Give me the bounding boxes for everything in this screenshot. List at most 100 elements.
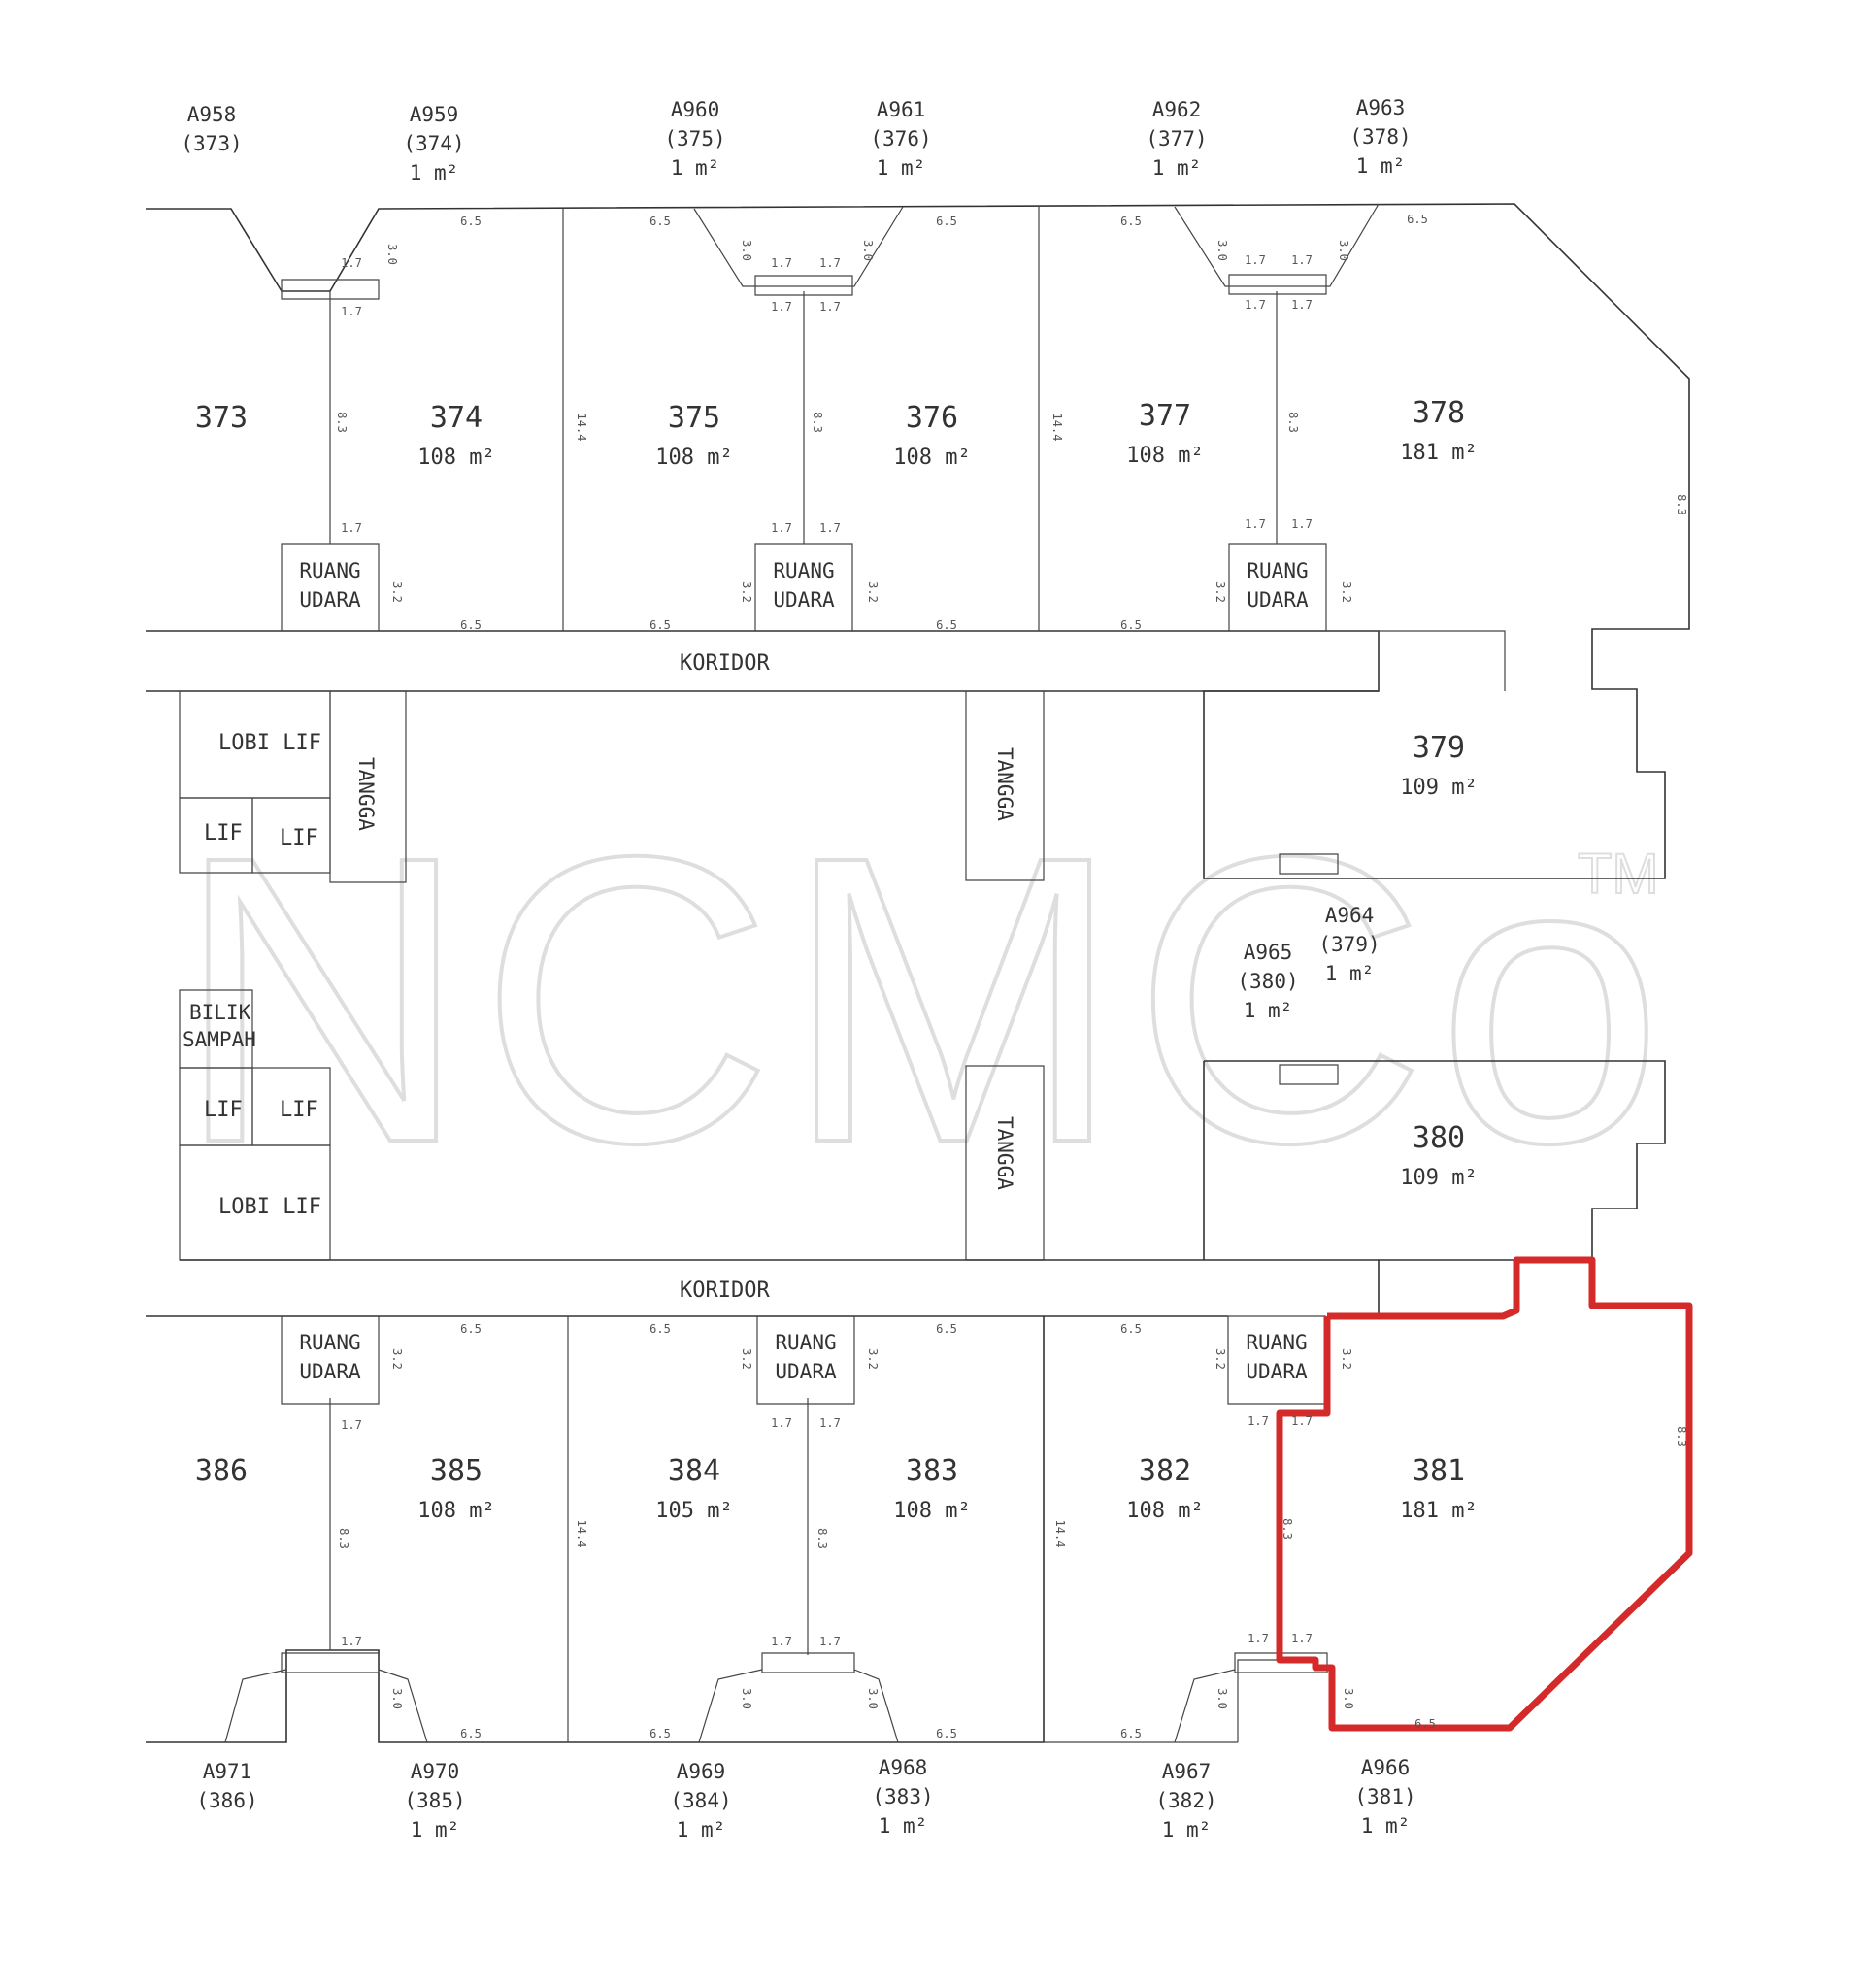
unit-area-378: 181 m²: [1400, 441, 1477, 465]
parcel-code-A964: A964: [1325, 904, 1375, 927]
parcel-code-A958: A958: [187, 103, 237, 126]
dimension-label: 6.5: [460, 215, 482, 228]
parcel-unit-A963: (378): [1349, 125, 1411, 149]
dimension-label: 6.5: [649, 1727, 671, 1740]
dimension-label: 6.5: [649, 618, 671, 632]
parcel-area-A968: 1 m²: [879, 1814, 928, 1838]
unit-number-378: 378: [1413, 396, 1465, 430]
dimension-label: 3.0: [1337, 240, 1350, 261]
top-air-well-boxes: [282, 275, 1338, 874]
air-space-label-5-line1: RUANG: [775, 1331, 836, 1354]
parcel-code-A971: A971: [203, 1760, 252, 1783]
dimension-label: 1.7: [819, 521, 841, 535]
air-space-label-3-line2: UDARA: [1247, 588, 1309, 612]
unit-area-376: 108 m²: [893, 446, 970, 470]
air-space-label-4-line2: UDARA: [299, 1360, 361, 1383]
dimension-label: 6.5: [1120, 1322, 1142, 1336]
lift-label-1: LIF: [204, 821, 243, 845]
dimension-label: 8.3: [811, 412, 824, 433]
dimension-label: 3.2: [390, 581, 404, 603]
air-space-label-2-line2: UDARA: [773, 588, 835, 612]
parcel-code-A967: A967: [1162, 1760, 1212, 1783]
stairs-label-2: TANGGA: [993, 747, 1016, 821]
dimension-label: 8.3: [815, 1528, 829, 1549]
unit-number-382: 382: [1139, 1454, 1191, 1488]
dimension-label: 6.5: [936, 1322, 957, 1336]
dimension-label: 1.7: [341, 1635, 362, 1648]
air-space-label-3-line1: RUANG: [1247, 559, 1308, 582]
unit-number-385: 385: [430, 1454, 482, 1488]
dimension-label: 1.7: [1291, 298, 1313, 312]
dimension-label: 3.2: [1340, 1348, 1353, 1370]
air-space-label-6-line2: UDARA: [1246, 1360, 1308, 1383]
dimension-label: 1.7: [341, 305, 362, 318]
air-space-label-1-line2: UDARA: [299, 588, 361, 612]
dimension-label: 3.0: [866, 1688, 880, 1709]
dimension-label: 1.7: [771, 256, 792, 270]
dimension-label: 1.7: [819, 256, 841, 270]
parcel-area-A963: 1 m²: [1356, 154, 1406, 178]
parcel-code-A965: A965: [1244, 941, 1293, 964]
dimension-label: 6.5: [460, 618, 482, 632]
lobby-lift-label-top: LOBI LIF: [218, 731, 321, 755]
dimension-label: 6.5: [1120, 215, 1142, 228]
unit-area-377: 108 m²: [1126, 444, 1203, 468]
parcel-code-A966: A966: [1361, 1756, 1411, 1779]
parcel-unit-A968: (383): [872, 1785, 933, 1808]
parcel-unit-A971: (386): [196, 1789, 257, 1812]
bottom-block-walls: [146, 1316, 1327, 1742]
unit-area-379: 109 m²: [1400, 776, 1477, 800]
dimension-label: 6.5: [649, 1322, 671, 1336]
parcel-code-A960: A960: [671, 98, 720, 121]
dimension-label: 3.0: [390, 1688, 404, 1709]
watermark-trademark: TM: [1578, 843, 1659, 906]
parcel-code-A970: A970: [411, 1760, 460, 1783]
parcel-area-A970: 1 m²: [411, 1818, 460, 1841]
dimension-label: 8.3: [1675, 494, 1688, 515]
dimension-label: 3.2: [866, 581, 880, 603]
parcel-unit-A964: (379): [1318, 933, 1380, 956]
parcel-unit-A958: (373): [181, 132, 242, 155]
parcel-area-A960: 1 m²: [671, 156, 720, 180]
dimension-label: 3.0: [1215, 240, 1229, 261]
dimension-label: 6.5: [1414, 1717, 1436, 1731]
parcel-unit-A961: (376): [870, 127, 931, 150]
dimension-label: 8.3: [337, 1528, 350, 1549]
air-space-label-2-line1: RUANG: [773, 559, 834, 582]
dimension-label: 1.7: [1245, 298, 1266, 312]
lift-label-4: LIF: [280, 1098, 318, 1122]
dimension-label: 1.7: [1291, 1632, 1313, 1645]
unit-381-highlight: [1280, 1260, 1689, 1728]
parcel-area-A965: 1 m²: [1244, 999, 1293, 1022]
refuse-room-label-1: BILIK: [189, 1001, 251, 1024]
dimension-label: 6.5: [936, 215, 957, 228]
stairs-label-3: TANGGA: [993, 1116, 1016, 1190]
parcel-area-A966: 1 m²: [1361, 1814, 1411, 1838]
unit-number-377: 377: [1139, 399, 1191, 433]
dimension-label: 3.0: [1342, 1688, 1355, 1709]
unit-area-383: 108 m²: [893, 1499, 970, 1523]
unit-number-386: 386: [195, 1454, 248, 1488]
parcel-unit-A967: (382): [1155, 1789, 1216, 1812]
dimension-label: 1.7: [1291, 253, 1313, 267]
dimension-label: 14.4: [1050, 414, 1064, 442]
parcel-area-A967: 1 m²: [1162, 1818, 1212, 1841]
dimension-label: 1.7: [771, 521, 792, 535]
parcel-code-A969: A969: [677, 1760, 726, 1783]
corridor-labels: KORIDOR KORIDOR: [680, 651, 770, 1303]
dimension-label: 1.7: [819, 1416, 841, 1430]
unit-area-380: 109 m²: [1400, 1166, 1477, 1190]
refuse-room-label-2: SAMPAH: [183, 1028, 256, 1051]
parcel-unit-A970: (385): [404, 1789, 465, 1812]
dimension-label: 3.2: [740, 1348, 753, 1370]
dimension-label: 3.2: [740, 581, 753, 603]
parcel-area-A964: 1 m²: [1325, 962, 1375, 985]
unit-number-375: 375: [668, 401, 720, 435]
parcel-code-A961: A961: [877, 98, 926, 121]
dimension-label: 6.5: [460, 1727, 482, 1740]
dimension-label: 6.5: [936, 1727, 957, 1740]
air-space-labels: RUANGUDARARUANGUDARARUANGUDARARUANGUDARA…: [299, 559, 1309, 1383]
unit-area-381: 181 m²: [1400, 1499, 1477, 1523]
parcel-unit-A965: (380): [1237, 970, 1298, 993]
